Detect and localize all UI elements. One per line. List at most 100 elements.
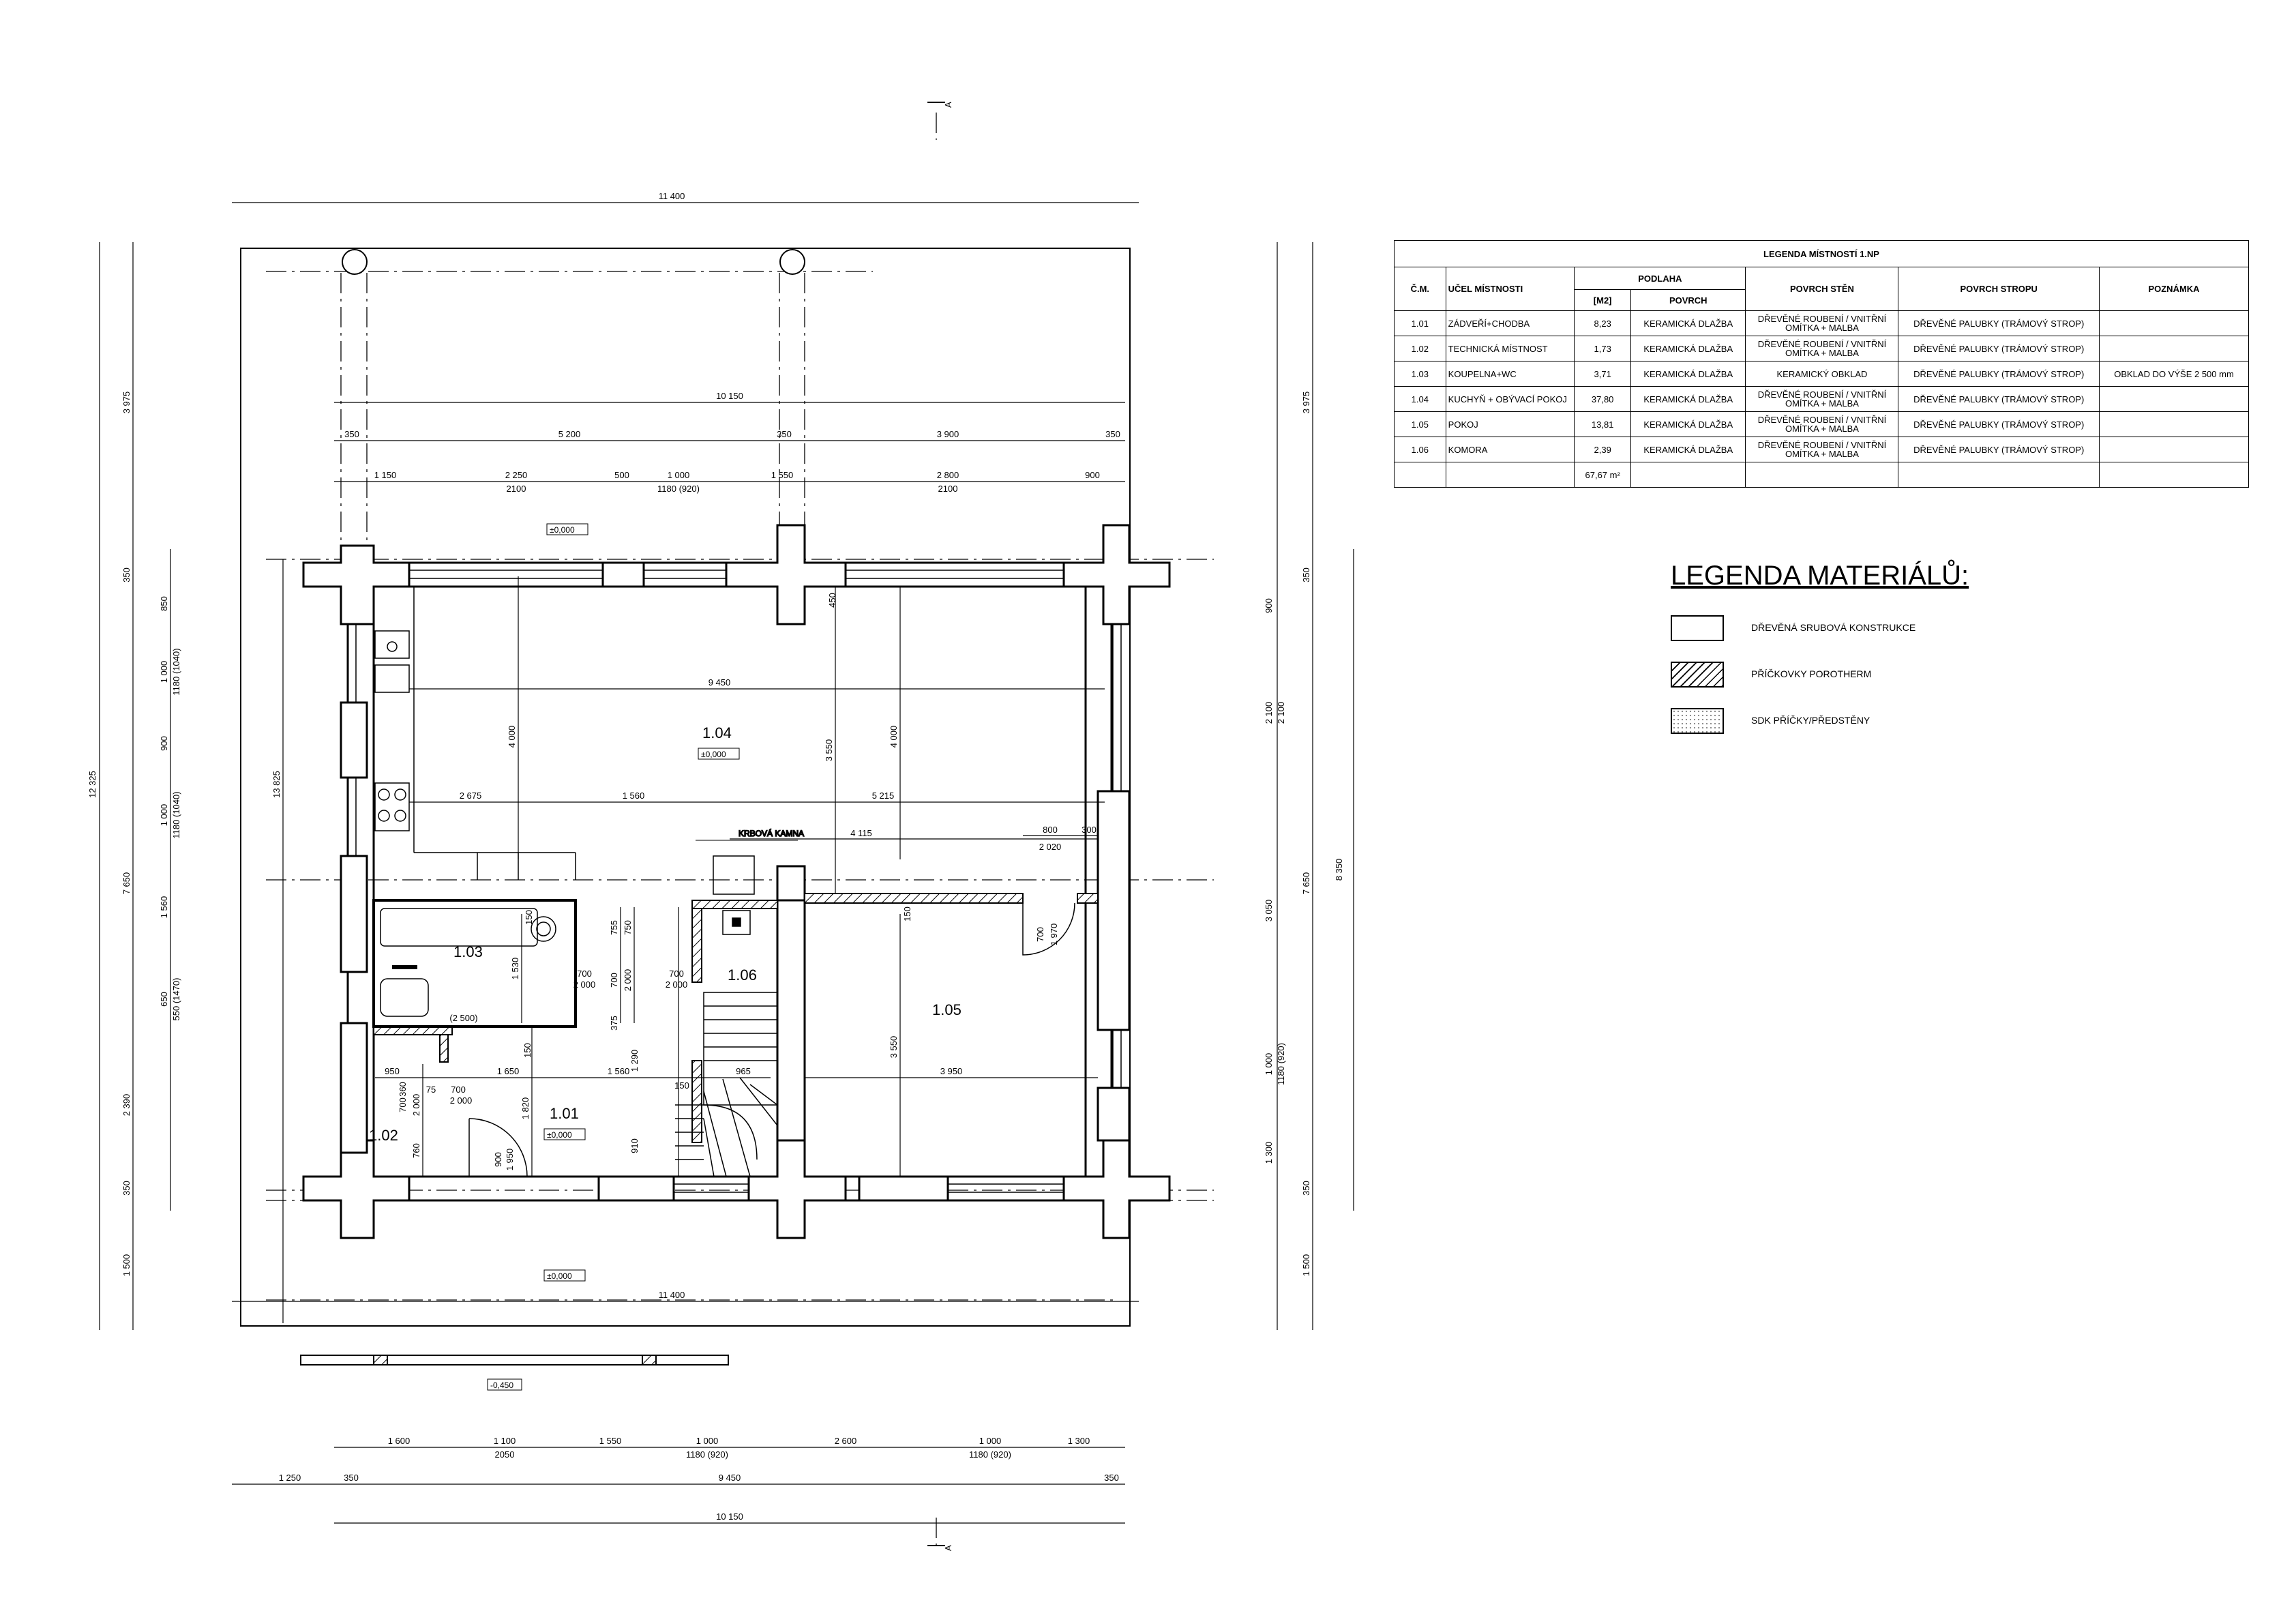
dim-left-row: 350 [121, 567, 132, 582]
material-label: DŘEVĚNÁ SRUBOVÁ KONSTRUKCE [1751, 622, 1916, 633]
cell-ceiling: DŘEVĚNÉ PALUBKY (TRÁMOVÝ STROP) [1898, 386, 2100, 412]
dim-interior: 1 560 [608, 1066, 630, 1076]
cell-note: OBKLAD DO VÝŠE 2 500 mm [2099, 361, 2249, 387]
cell-surface: KERAMICKÁ DLAŽBA [1630, 336, 1746, 361]
dim-right-outer: 8 350 [1334, 859, 1344, 881]
dim-interior: 360 [398, 1082, 408, 1097]
room-row: 1.01 ZÁDVEŘÍ+CHODBA 8,23 KERAMICKÁ DLAŽB… [1394, 310, 2249, 336]
cell-walls: DŘEVĚNÉ ROUBENÍ / VNITŘNÍ OMÍTKA + MALBA [1745, 411, 1899, 437]
dim-bottom-r1: 1 550 [599, 1436, 622, 1446]
cell-empty [1898, 462, 2100, 488]
dim-interior: 375 [609, 1016, 619, 1031]
room-row: 1.05 POKOJ 13,81 KERAMICKÁ DLAŽBA DŘEVĚN… [1394, 411, 2249, 437]
cell-num: 1.02 [1394, 336, 1446, 361]
dimension-texts: 11 400 10 150 350 5 200 350 3 900 350 1 … [87, 191, 1344, 1522]
dim-bottom-r1: 1 600 [388, 1436, 411, 1446]
material-label: PŘÍČKOVKY POROTHERM [1751, 668, 1872, 679]
dim-interior: 3 950 [940, 1066, 963, 1076]
doors [468, 902, 1075, 1177]
dim-interior: 2 000 [411, 1094, 421, 1117]
dim-bottom-r1-sub: 2050 [495, 1449, 515, 1460]
dim-top-r2: 500 [614, 470, 629, 480]
terrace-outline [240, 248, 1131, 1327]
cell-empty [1445, 462, 1575, 488]
dim-top-r1: 350 [344, 429, 359, 439]
room-row: 1.06 KOMORA 2,39 KERAMICKÁ DLAŽBA DŘEVĚN… [1394, 437, 2249, 462]
dimension-lines [99, 202, 1354, 1524]
dim-interior: (2 500) [449, 1013, 477, 1023]
dim-bottom-r1-sub: 1180 (920) [969, 1449, 1011, 1460]
header-ceiling: POVRCH STROPU [1898, 267, 2100, 311]
cell-surface: KERAMICKÁ DLAŽBA [1630, 361, 1746, 387]
header-num: Č.M. [1394, 267, 1446, 311]
dim-left-row-sub: 1180 (1040) [171, 791, 181, 838]
partition-walls [373, 893, 1099, 1143]
dim-right-mid: 1 500 [1301, 1254, 1311, 1277]
material-legend: LEGENDA MATERIÁLŮ: DŘEVĚNÁ SRUBOVÁ KONST… [1671, 561, 1969, 734]
dim-bottom-r2: 9 450 [719, 1473, 741, 1483]
dim-bottom-inner: 10 150 [716, 1511, 743, 1522]
dim-left-row: 350 [121, 1181, 132, 1196]
dim-bottom-r1: 1 300 [1068, 1436, 1090, 1446]
dim-top-r2: 1 000 [668, 470, 690, 480]
cell-walls: DŘEVĚNÉ ROUBENÍ / VNITŘNÍ OMÍTKA + MALBA [1745, 310, 1899, 336]
section-label-top: A [943, 102, 953, 108]
room-labels: 1.04 1.03 1.06 1.05 1.01 1.02 [369, 724, 961, 1144]
header-walls: POVRCH STĚN [1745, 267, 1899, 311]
dim-interior: 2 000 [666, 979, 688, 990]
header-note: POZNÁMKA [2099, 267, 2249, 311]
room-label-1-01: 1.01 [550, 1105, 579, 1122]
cell-walls: KERAMICKÝ OBKLAD [1745, 361, 1899, 387]
material-swatch-dots [1671, 708, 1724, 734]
cell-area: 3,71 [1574, 361, 1632, 387]
dim-interior: 150 [902, 906, 912, 921]
dim-bottom-r2: 350 [1104, 1473, 1119, 1483]
cell-surface: KERAMICKÁ DLAŽBA [1630, 411, 1746, 437]
dim-right-mid: 3 975 [1301, 392, 1311, 414]
room-label-1-02: 1.02 [369, 1127, 398, 1144]
windows [347, 570, 1122, 1193]
cell-area: 8,23 [1574, 310, 1632, 336]
cell-num: 1.05 [1394, 411, 1446, 437]
dim-interior: 150 [674, 1080, 689, 1091]
bathroom-walls [372, 899, 577, 1028]
dim-bottom-r1-sub: 1180 (920) [686, 1449, 728, 1460]
terrace-step [300, 1355, 729, 1365]
cell-area: 2,39 [1574, 437, 1632, 462]
total-row: 67,67 m² [1394, 462, 2249, 488]
dim-top-r2: 2 800 [937, 470, 959, 480]
room-row: 1.03 KOUPELNA+WC 3,71 KERAMICKÁ DLAŽBA K… [1394, 361, 2249, 387]
stove: KRBOVÁ KAMNA [696, 827, 805, 895]
cell-use: ZÁDVEŘÍ+CHODBA [1445, 310, 1575, 336]
dim-top-r1: 5 200 [558, 429, 581, 439]
cell-use: KOUPELNA+WC [1445, 361, 1575, 387]
cell-empty [1745, 462, 1899, 488]
header-floor: PODLAHA [1574, 267, 1746, 290]
header-area: [M2] [1574, 289, 1632, 311]
cell-use: TECHNICKÁ MÍSTNOST [1445, 336, 1575, 361]
dim-top-r2: 1 550 [771, 470, 794, 480]
dim-interior: 1 970 [1049, 924, 1059, 946]
dim-interior: 1 290 [629, 1050, 640, 1072]
dim-top-r1: 350 [1105, 429, 1120, 439]
dim-interior: 1 820 [520, 1097, 531, 1120]
cell-total-area: 67,67 m² [1574, 462, 1632, 488]
dim-interior: 2 000 [573, 979, 596, 990]
dim-left-row: 1 000 [159, 661, 169, 683]
dim-left-inner: 13 825 [271, 771, 282, 798]
dim-interior: 950 [385, 1066, 400, 1076]
dim-left-outer: 12 325 [87, 771, 98, 798]
room-label-1-03: 1.03 [453, 943, 483, 960]
material-item: PŘÍČKOVKY POROTHERM [1671, 662, 2080, 689]
section-marker-top: A [927, 102, 953, 108]
header-surface: POVRCH [1630, 289, 1746, 311]
dim-right-row: 350 [1301, 567, 1311, 582]
dim-interior: 700 [609, 973, 619, 988]
cell-walls: DŘEVĚNÉ ROUBENÍ / VNITŘNÍ OMÍTKA + MALBA [1745, 386, 1899, 412]
dim-right-row: 1 300 [1264, 1142, 1274, 1164]
cell-empty [1394, 462, 1446, 488]
dim-right-row: 2 100 [1264, 702, 1274, 724]
material-label: SDK PŘÍČKY/PŘEDSTĚNY [1751, 715, 1870, 726]
cell-note [2099, 310, 2249, 336]
